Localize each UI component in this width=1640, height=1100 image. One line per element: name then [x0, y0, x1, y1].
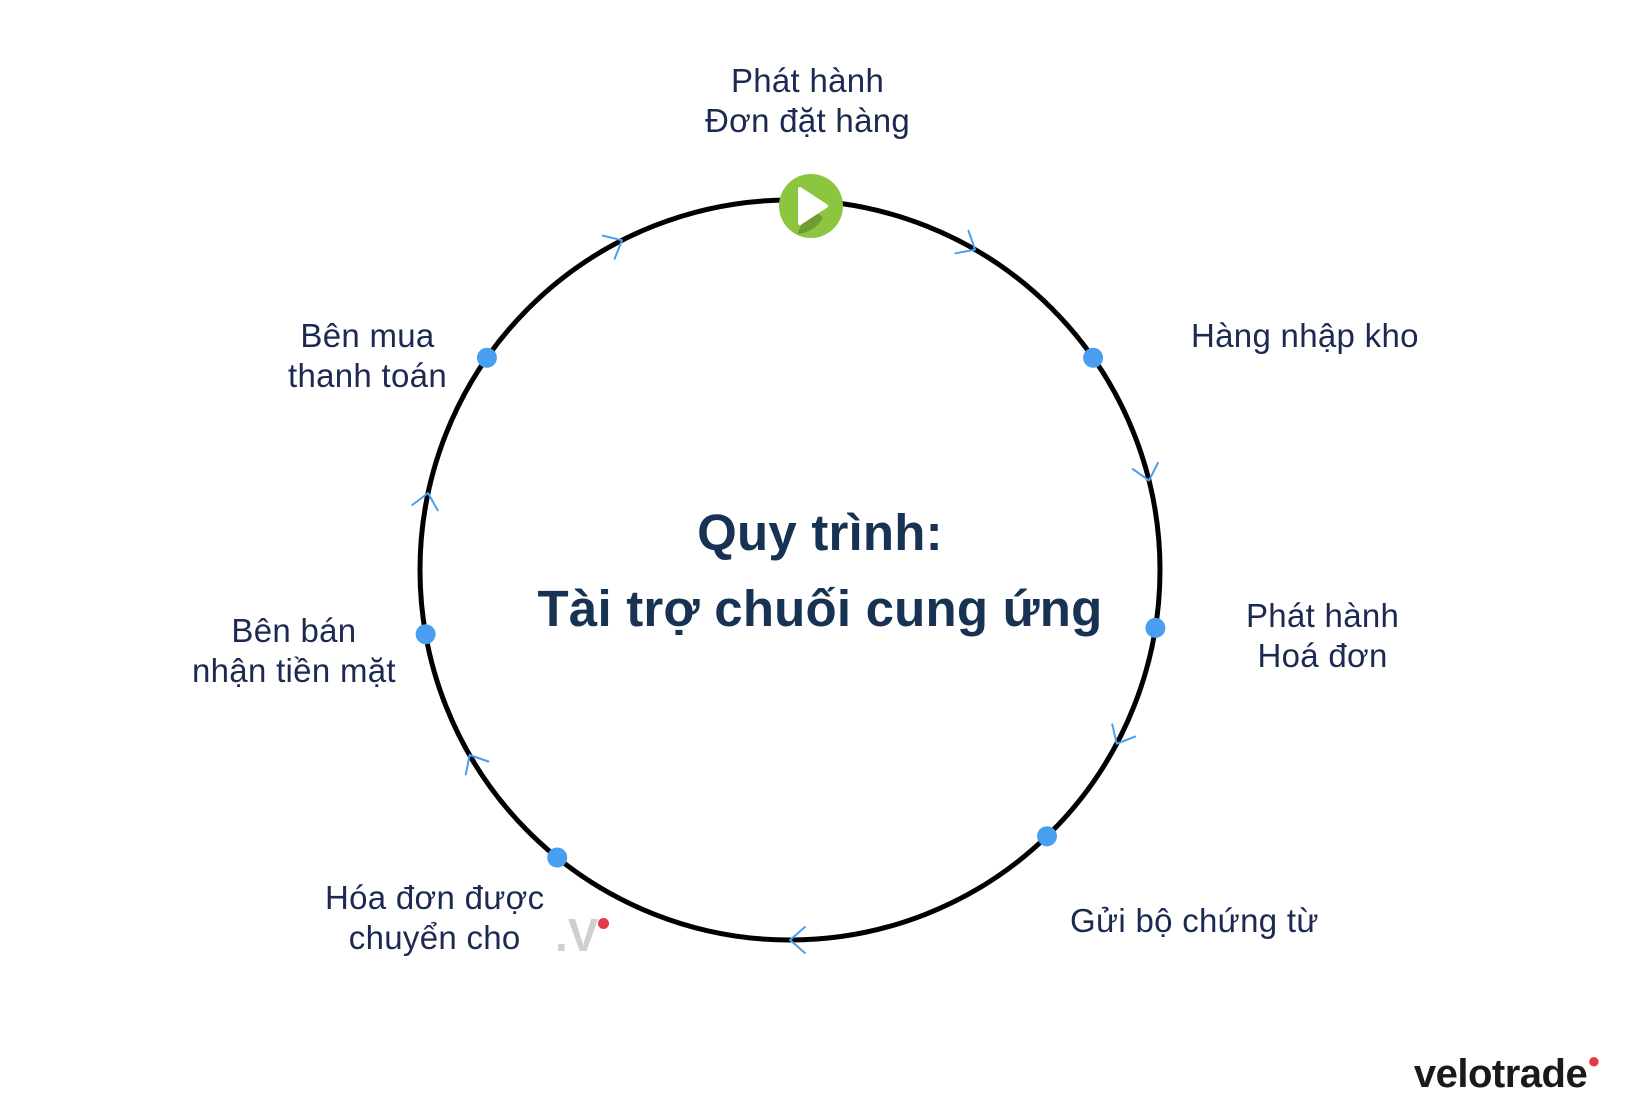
step-label-transfer: Hóa đơn được chuyển cho	[325, 878, 544, 958]
chevron-arrow-icon	[601, 234, 623, 260]
step-label-buyer-pay: Bên mua thanh toán	[288, 316, 447, 396]
step-node-invoice	[1145, 617, 1166, 638]
chevron-arrow-icon	[1111, 723, 1137, 745]
step-buyer-pay-line-1: Bên mua	[300, 317, 435, 354]
direction-arrows	[411, 229, 1159, 954]
step-node-documents	[1037, 826, 1057, 847]
step-transfer-line-2: chuyển cho	[348, 919, 521, 956]
step-label-invoice: Phát hành Hoá đơn	[1246, 596, 1399, 676]
step-nodes	[415, 347, 1166, 868]
step-buyer-pay-line-2: thanh toán	[288, 357, 447, 394]
step-warehouse-line-1: Hàng nhập kho	[1191, 317, 1419, 354]
title-line-2: Tài trợ chuối cung ứng	[537, 580, 1103, 637]
step-po-line-1: Phát hành	[730, 62, 885, 99]
play-icon	[779, 174, 843, 238]
brand-dot-icon: ●	[1587, 1048, 1600, 1073]
chevron-arrow-icon	[411, 492, 439, 512]
watermark-logo: .V	[555, 909, 599, 961]
step-label-warehouse: Hàng nhập kho	[1191, 316, 1419, 356]
brand-logo: velotrade●	[1413, 1048, 1601, 1097]
step-node-buyer-pay	[476, 347, 497, 368]
step-seller-cash-line-2: nhận tiền mặt	[192, 652, 396, 689]
step-label-seller-cash: Bên bán nhận tiền mặt	[192, 611, 396, 691]
step-seller-cash-line-1: Bên bán	[231, 612, 357, 649]
step-node-transfer	[547, 847, 568, 868]
diagram-title: Quy trình: Tài trợ chuối cung ứng	[500, 495, 1140, 647]
title-line-1: Quy trình:	[697, 504, 943, 561]
step-node-seller-cash	[415, 624, 436, 645]
step-node-warehouse	[1083, 347, 1104, 368]
chevron-arrow-icon	[1131, 461, 1159, 482]
step-documents-line-1: Gửi bộ chứng từ	[1070, 902, 1319, 939]
step-label-po: Phát hành Đơn đặt hàng	[705, 61, 910, 141]
chevron-arrow-icon	[464, 754, 490, 776]
brand-name: velotrade	[1413, 1052, 1588, 1096]
chevron-arrow-icon	[789, 926, 806, 954]
step-invoice-line-2: Hoá đơn	[1257, 637, 1388, 674]
chevron-arrow-icon	[954, 229, 976, 255]
step-label-documents: Gửi bộ chứng từ	[1070, 901, 1319, 941]
step-transfer-line-1: Hóa đơn được	[325, 879, 545, 916]
step-invoice-line-1: Phát hành	[1246, 597, 1400, 634]
step-po-line-2: Đơn đặt hàng	[705, 102, 911, 139]
watermark-dot	[598, 918, 609, 929]
